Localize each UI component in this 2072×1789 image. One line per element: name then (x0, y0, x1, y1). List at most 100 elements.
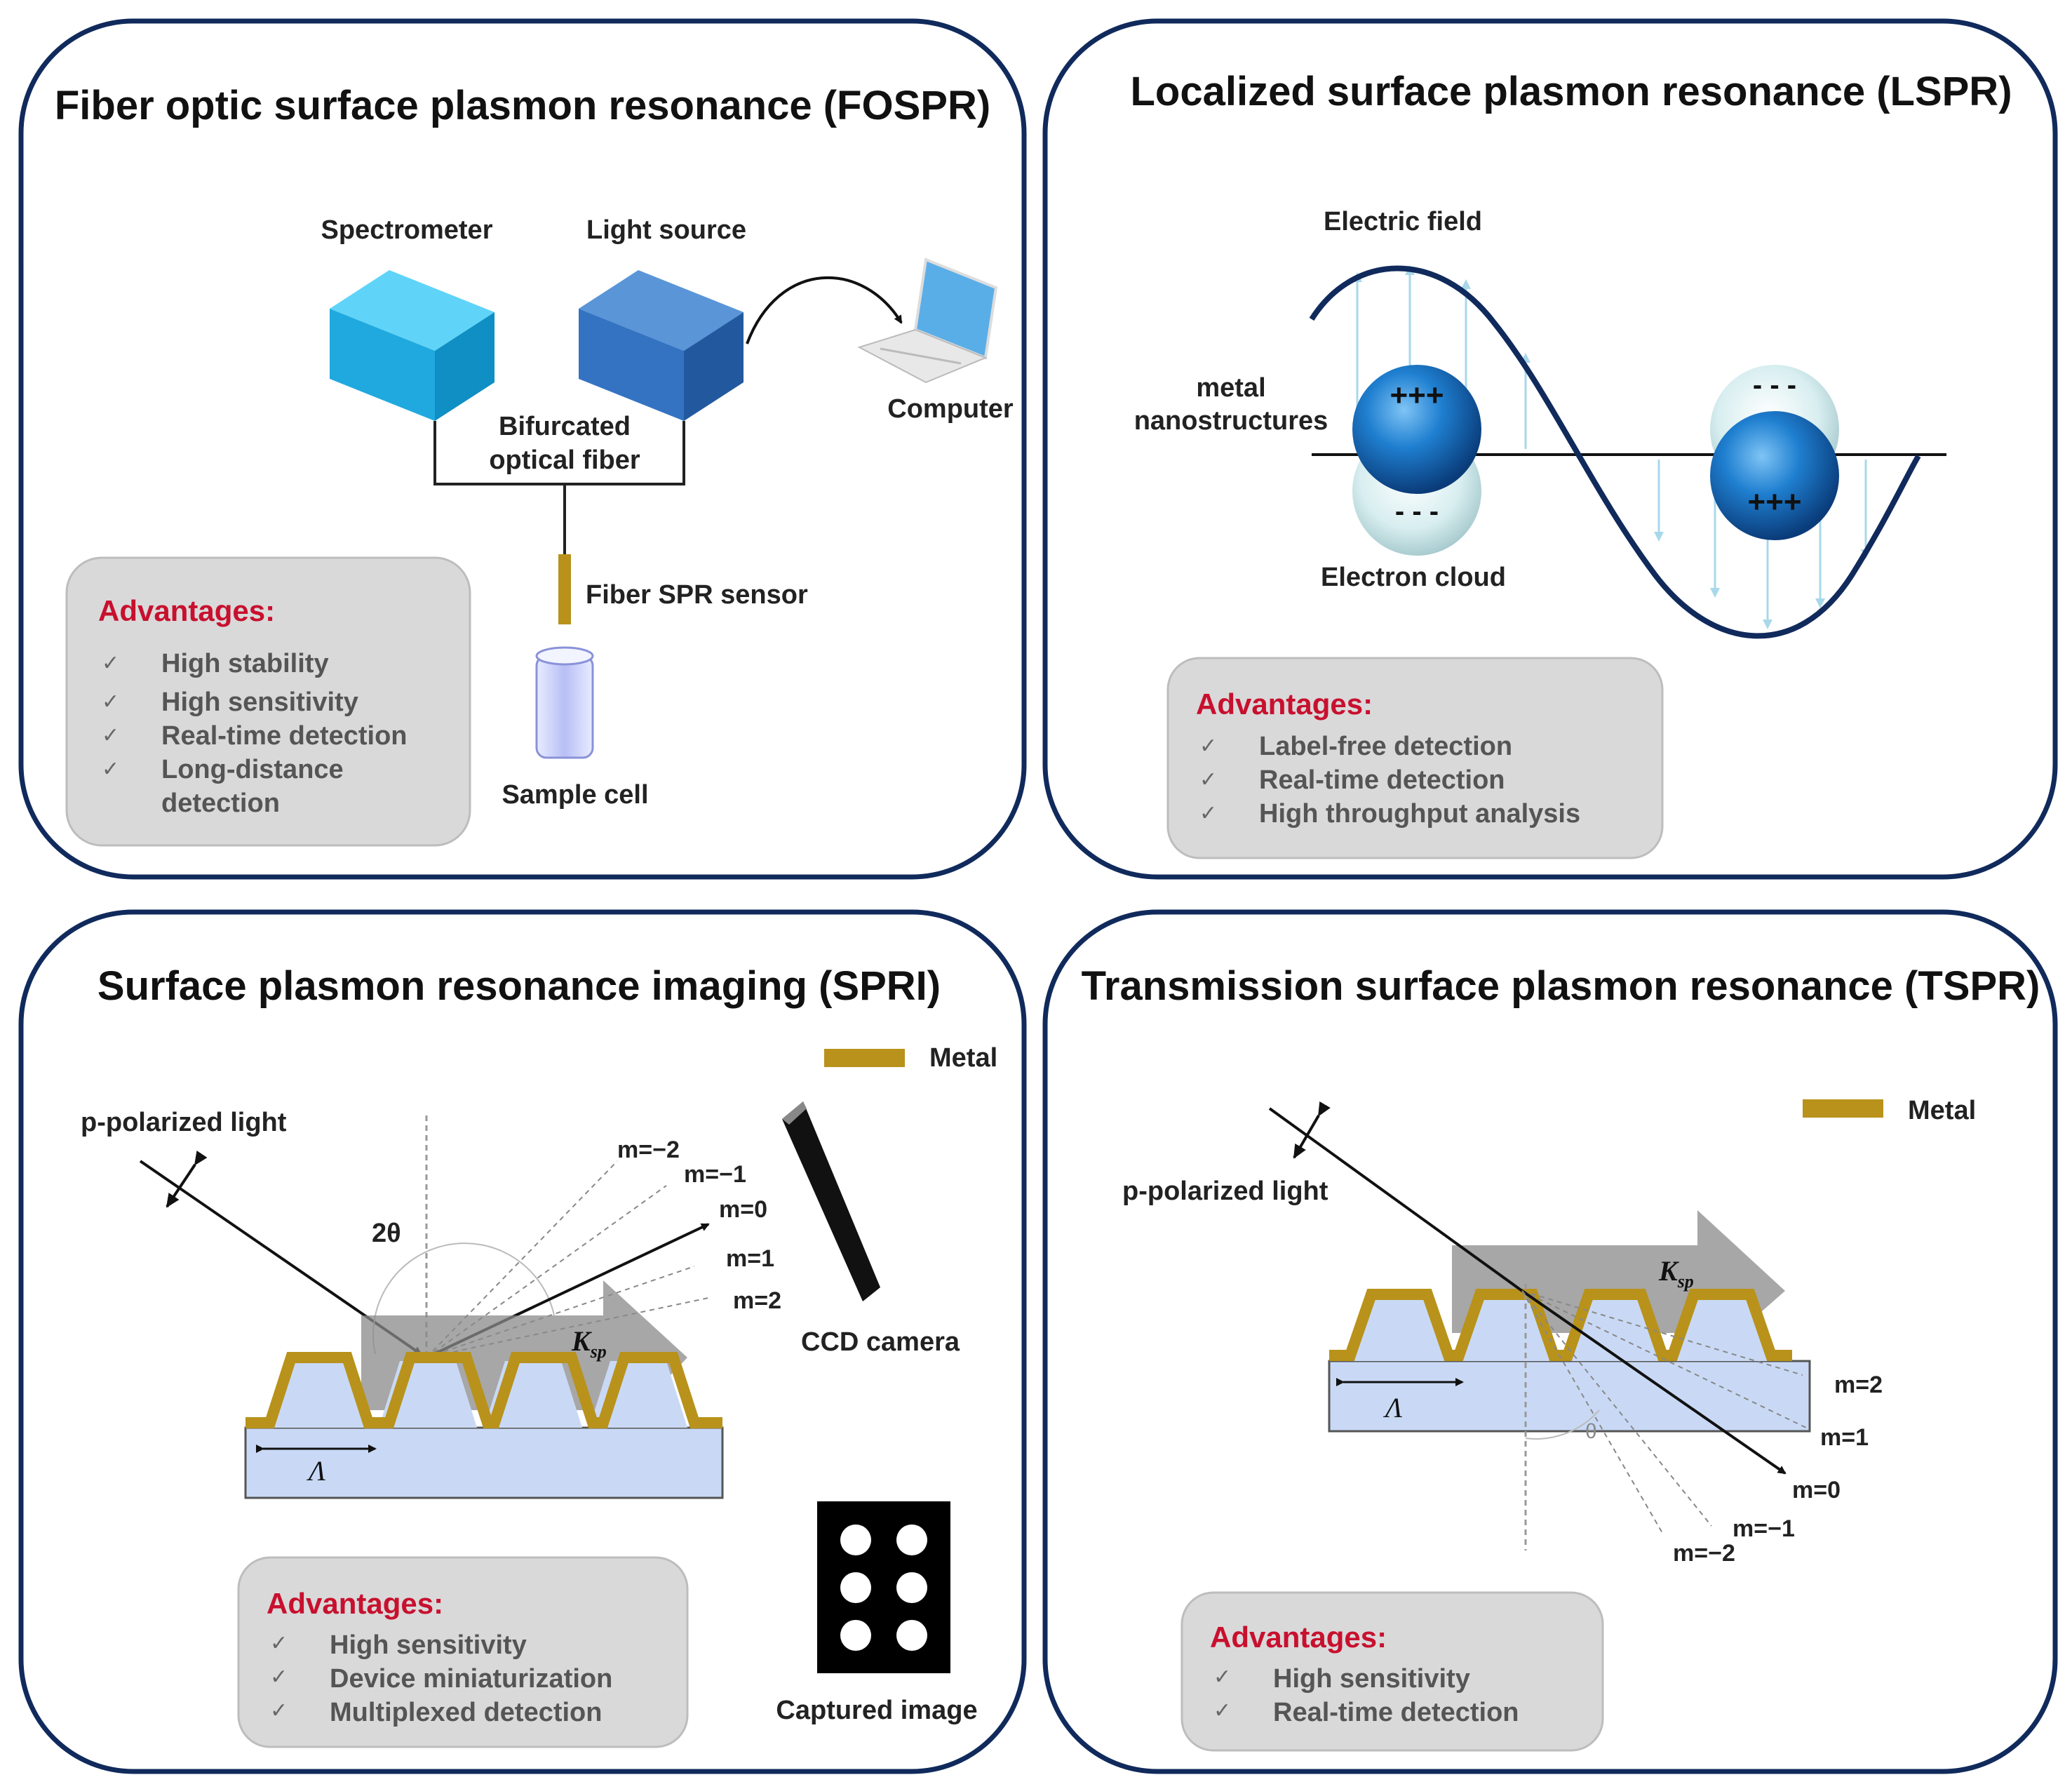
metal-sphere-icon (1352, 365, 1481, 494)
diffraction-orders (1521, 1289, 1807, 1534)
check-icon: ✓ (1199, 734, 1217, 758)
metal-legend-label: Metal (929, 1043, 997, 1073)
electric-field-label: Electric field (1324, 207, 1482, 236)
light-source-label: Light source (586, 215, 746, 245)
spri-substrate (244, 1426, 724, 1499)
advantage-item: High throughput analysis (1259, 799, 1580, 829)
order-label: m=1 (1820, 1424, 1869, 1451)
order-label: m=−2 (1673, 1540, 1735, 1567)
angle-label: θ (1585, 1420, 1597, 1443)
advantage-item: Device miniaturization (330, 1664, 612, 1694)
metal-legend-swatch (1803, 1099, 1883, 1118)
electron-cloud-label: Electron cloud (1321, 563, 1506, 592)
check-icon: ✓ (102, 723, 119, 748)
light-source-icon (579, 270, 744, 421)
advantage-item: High sensitivity (1273, 1664, 1470, 1694)
nanoparticle-right: - - - +++ (1710, 365, 1839, 540)
advantages-title: Advantages: (1210, 1621, 1387, 1654)
period-label: Λ (1383, 1392, 1402, 1423)
metal-legend-swatch (824, 1049, 905, 1067)
advantage-item: Real-time detection (1259, 765, 1505, 795)
negative-charge: - - - (1395, 496, 1439, 527)
advantage-item: High sensitivity (161, 688, 358, 717)
spri-grating (245, 1352, 722, 1428)
fospr-advantages-box: Advantages: ✓ High stability ✓ High sens… (65, 556, 471, 847)
computer-connection-arrow (746, 276, 903, 344)
angle-arc (372, 1242, 555, 1355)
check-icon: ✓ (102, 651, 119, 676)
order-label: m=2 (1834, 1372, 1883, 1398)
panel-spri: Surface plasmon resonance imaging (SPRI)… (18, 909, 1027, 1774)
captured-image-label: Captured image (776, 1696, 977, 1725)
order-label: m=−1 (1733, 1515, 1795, 1542)
metal-legend-label: Metal (1908, 1096, 1976, 1125)
spectrometer-icon (330, 270, 495, 421)
panel-title: Fiber optic surface plasmon resonance (F… (55, 83, 990, 128)
m0-ray (1521, 1289, 1787, 1475)
check-icon: ✓ (1199, 801, 1217, 826)
advantage-item: detection (161, 789, 280, 818)
advantage-item: High sensitivity (330, 1630, 527, 1660)
advantage-item: High stability (161, 649, 329, 678)
order-label: m=−2 (617, 1137, 680, 1163)
advantages-title: Advantages: (267, 1587, 443, 1620)
tspr-advantages-box: Advantages: ✓ High sensitivity ✓ Real-ti… (1180, 1591, 1604, 1752)
sample-cell-label: Sample cell (502, 780, 648, 810)
computer-label: Computer (887, 394, 1014, 424)
advantages-title: Advantages: (1196, 688, 1373, 721)
incident-light-ray (1268, 1107, 1523, 1292)
ccd-camera-label: CCD camera (801, 1327, 960, 1357)
fiber-spr-sensor (558, 554, 571, 624)
advantages-title: Advantages: (98, 594, 275, 627)
advantage-item: Multiplexed detection (330, 1698, 602, 1727)
order-label: m=−1 (684, 1161, 746, 1188)
order-label: m=2 (733, 1287, 781, 1314)
panel-lspr: Localized surface plasmon resonance (LSP… (1042, 18, 2058, 880)
tspr-grating (1329, 1289, 1792, 1361)
advantage-item: Real-time detection (161, 721, 408, 751)
spectrometer-label: Spectrometer (321, 215, 493, 245)
captured-image-icon (817, 1501, 950, 1673)
lspr-advantages-box: Advantages: ✓ Label-free detection ✓ Rea… (1166, 657, 1664, 859)
panel-fospr: Fiber optic surface plasmon resonance (F… (18, 18, 1027, 880)
positive-charge: +++ (1747, 485, 1801, 519)
angle-label: 2θ (372, 1219, 401, 1248)
metal-nanostructures-label-2: nanostructures (1134, 406, 1328, 436)
sensor-label: Fiber SPR sensor (586, 580, 808, 610)
advantage-item: Label-free detection (1259, 732, 1512, 761)
spri-advantages-box: Advantages: ✓ High sensitivity ✓ Device … (237, 1556, 689, 1748)
p-polarized-light-label: p-polarized light (1122, 1177, 1328, 1206)
order-label: m=1 (726, 1245, 774, 1272)
ccd-camera-icon (782, 1101, 880, 1301)
check-icon: ✓ (270, 1631, 288, 1656)
order-label: m=0 (719, 1196, 767, 1223)
panel-title: Surface plasmon resonance imaging (SPRI) (97, 963, 941, 1009)
electric-field-wave (1309, 265, 1921, 639)
sample-cell-icon (535, 646, 594, 759)
check-icon: ✓ (1213, 1665, 1231, 1689)
nanoparticle-left: +++ - - - (1352, 365, 1481, 556)
check-icon: ✓ (1199, 768, 1217, 792)
check-icon: ✓ (102, 690, 119, 714)
period-label: Λ (306, 1455, 325, 1487)
p-polarized-light-label: p-polarized light (81, 1108, 287, 1137)
check-icon: ✓ (270, 1698, 288, 1723)
panel-title: Localized surface plasmon resonance (LSP… (1130, 69, 2012, 114)
order-label: m=0 (1792, 1477, 1841, 1503)
ksp-label: Ksp (1658, 1255, 1694, 1292)
check-icon: ✓ (1213, 1698, 1231, 1723)
polarization-arrow (166, 1151, 208, 1208)
metal-sphere-icon (1710, 411, 1839, 540)
advantage-item: Real-time detection (1273, 1698, 1519, 1727)
computer-icon (857, 257, 998, 384)
check-icon: ✓ (270, 1665, 288, 1689)
panel-title: Transmission surface plasmon resonance (… (1082, 963, 2040, 1009)
positive-charge: +++ (1390, 378, 1444, 413)
metal-nanostructures-label-1: metal (1196, 373, 1265, 403)
advantage-item: Long-distance (161, 755, 344, 784)
negative-charge: - - - (1753, 370, 1796, 401)
angle-arc (1525, 1409, 1600, 1440)
check-icon: ✓ (102, 757, 119, 782)
ksp-label: Ksp (571, 1325, 607, 1362)
